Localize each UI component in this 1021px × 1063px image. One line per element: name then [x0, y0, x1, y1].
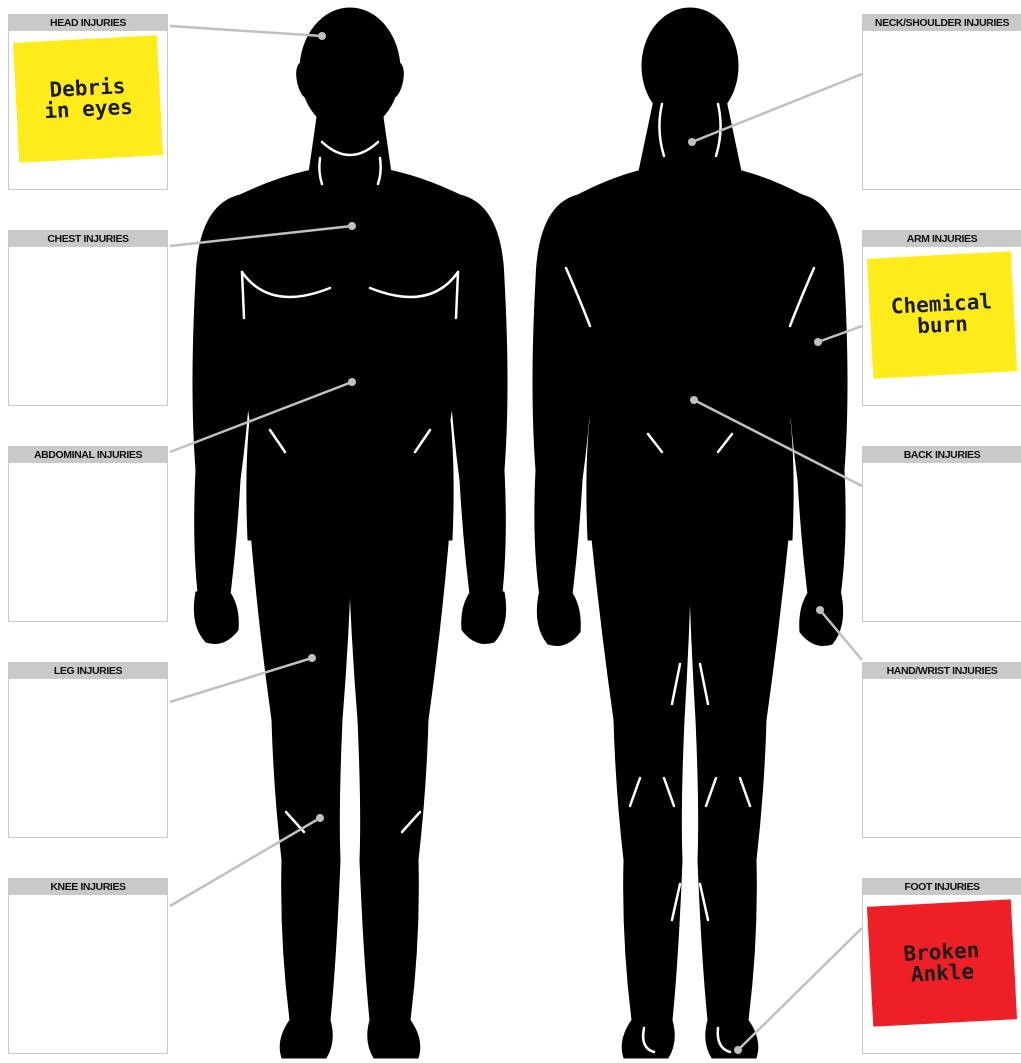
neck-shoulder-injuries-panel: NECK/SHOULDER INJURIES: [862, 14, 1021, 190]
leader-dot-abdominal: [348, 378, 356, 386]
back-arm-left: [533, 195, 595, 610]
panel-title: FOOT INJURIES: [863, 879, 1021, 895]
front-hand-right: [462, 590, 506, 644]
panel-title: CHEST INJURIES: [9, 231, 167, 247]
leader-dot-leg: [308, 654, 316, 662]
back-hand-right: [800, 590, 843, 646]
back-leg-left: [590, 520, 692, 1058]
panel-title: ARM INJURIES: [863, 231, 1021, 247]
leader-dot-back: [690, 396, 698, 404]
leader-dot-knee: [316, 814, 324, 822]
leader-line-foot: [738, 928, 862, 1050]
knee-injuries-panel: KNEE INJURIES: [8, 878, 168, 1054]
leader-dot-arm: [814, 338, 822, 346]
leader-dot-neck-shoulder: [688, 138, 696, 146]
front-leg-right: [348, 520, 450, 1058]
head-injuries-panel: HEAD INJURIES Debris in eyes: [8, 14, 168, 190]
sticky-note: Debris in eyes: [13, 35, 163, 162]
arm-injuries-panel: ARM INJURIES Chemical burn: [862, 230, 1021, 406]
front-torso: [227, 166, 472, 540]
front-figure: [193, 8, 507, 1058]
leader-dot-chest: [348, 222, 356, 230]
leader-dot-head: [318, 32, 326, 40]
back-figure: [533, 8, 847, 1058]
back-torso: [565, 164, 814, 540]
panel-title: NECK/SHOULDER INJURIES: [863, 15, 1021, 31]
back-leg-right: [688, 520, 790, 1058]
sticky-note: Broken Ankle: [867, 899, 1017, 1026]
foot-injuries-panel: FOOT INJURIES Broken Ankle: [862, 878, 1021, 1054]
hand-wrist-injuries-panel: HAND/WRIST INJURIES: [862, 662, 1021, 838]
front-leg-left: [250, 520, 352, 1058]
panel-title: LEG INJURIES: [9, 663, 167, 679]
front-arm-right: [447, 195, 507, 610]
back-injuries-panel: BACK INJURIES: [862, 446, 1021, 622]
leg-injuries-panel: LEG INJURIES: [8, 662, 168, 838]
panel-title: KNEE INJURIES: [9, 879, 167, 895]
chest-injuries-panel: CHEST INJURIES: [8, 230, 168, 406]
leader-dot-foot: [734, 1046, 742, 1054]
panel-title: BACK INJURIES: [863, 447, 1021, 463]
leader-dot-hand-wrist: [816, 606, 824, 614]
front-arm-left: [193, 195, 253, 610]
leader-line-head: [170, 26, 322, 36]
abdominal-injuries-panel: ABDOMINAL INJURIES: [8, 446, 168, 622]
panel-title: ABDOMINAL INJURIES: [9, 447, 167, 463]
panel-title: HAND/WRIST INJURIES: [863, 663, 1021, 679]
front-hand-left: [194, 590, 238, 644]
back-arm-right: [785, 195, 847, 610]
panel-title: HEAD INJURIES: [9, 15, 167, 31]
sticky-note: Chemical burn: [867, 251, 1017, 378]
back-hand-left: [537, 590, 580, 646]
